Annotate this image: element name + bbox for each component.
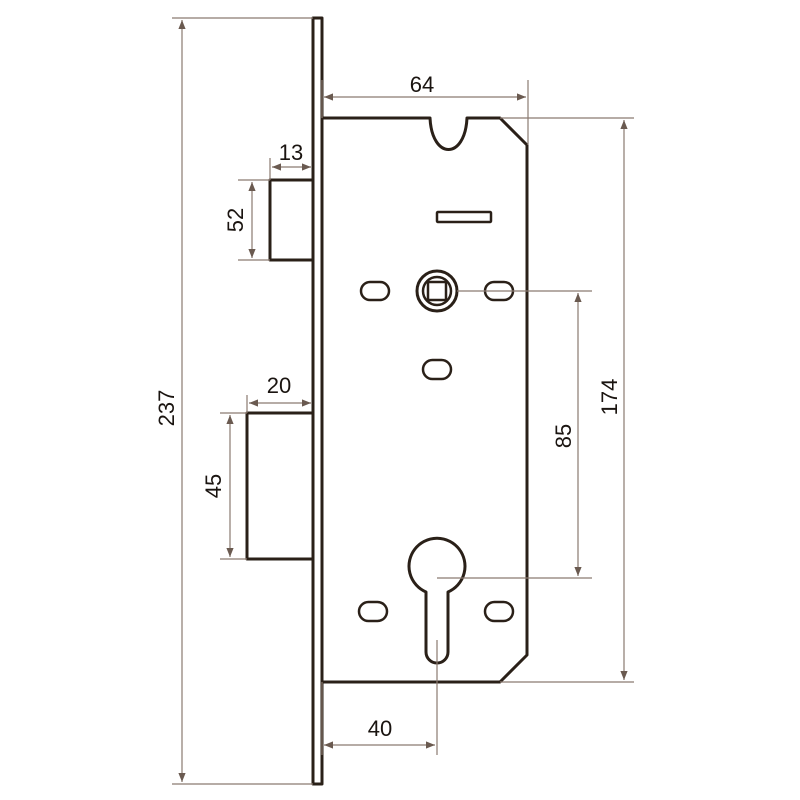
dimension-40: 40 bbox=[321, 640, 438, 755]
dimension-label: 45 bbox=[201, 474, 226, 498]
deadbolt bbox=[245, 411, 315, 561]
lock-case bbox=[320, 116, 529, 684]
dimension-label: 85 bbox=[551, 424, 576, 448]
dimension-label: 237 bbox=[154, 390, 179, 427]
dimension-20: 20 bbox=[246, 373, 311, 413]
dimension-174: 174 bbox=[500, 117, 634, 683]
dimension-label: 174 bbox=[597, 379, 622, 416]
mount-hole-lower-right bbox=[483, 600, 515, 623]
dimension-label: 64 bbox=[410, 72, 434, 97]
dimension-13: 13 bbox=[269, 140, 311, 180]
mount-hole-upper-left bbox=[359, 280, 391, 302]
latch-slot bbox=[435, 210, 493, 224]
mount-hole-lower-left bbox=[357, 600, 389, 623]
latch-bolt bbox=[268, 178, 315, 262]
dimension-64: 64 bbox=[321, 72, 529, 145]
dimension-237: 237 bbox=[154, 17, 313, 785]
dimension-52: 52 bbox=[223, 179, 270, 261]
spindle-square-hole bbox=[426, 280, 448, 302]
dimension-label: 20 bbox=[267, 373, 291, 398]
dimension-85: 85 bbox=[437, 290, 592, 579]
cylinder-cutout bbox=[407, 536, 467, 665]
mount-hole-middle bbox=[421, 358, 453, 381]
dimension-label: 13 bbox=[279, 140, 303, 165]
dimension-45: 45 bbox=[201, 412, 247, 560]
dimension-label: 40 bbox=[368, 716, 392, 741]
dimension-label: 52 bbox=[223, 208, 248, 232]
